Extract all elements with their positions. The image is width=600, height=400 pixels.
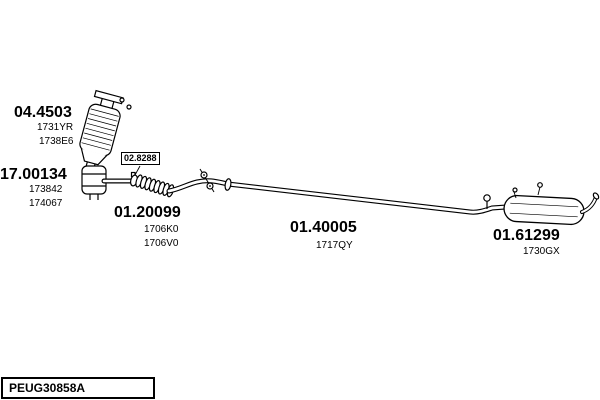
hanger-bracket-drawing (199, 168, 215, 193)
clamp-drawing (129, 165, 141, 187)
flange-bolts-drawing (119, 97, 132, 110)
part-ref: 1731YR (37, 122, 74, 133)
part-ref: 1730GX (523, 246, 560, 257)
part-ref: 1706K0 (144, 224, 179, 235)
part-ref: 1717QY (316, 240, 353, 251)
centre-pipe-drawing (166, 178, 509, 215)
part-number-centre-pipe: 01.40005 (290, 219, 357, 236)
rear-silencer-drawing (503, 182, 600, 226)
front-silencer-drawing (81, 165, 107, 200)
part-ref: 1738E6 (39, 136, 74, 147)
part-ref: 1706V0 (144, 238, 179, 249)
part-ref: 173842 (29, 184, 63, 195)
flexible-pipe-drawing (135, 174, 175, 198)
part-number-catalytic-converter: 04.4503 (14, 104, 72, 121)
part-number-clamp: 02.8288 (121, 152, 160, 165)
rear-hanger-drawing (483, 194, 491, 209)
part-number-flexible-pipe: 01.20099 (114, 204, 181, 221)
part-ref: 174067 (29, 198, 63, 209)
catalytic-converter-drawing (79, 89, 124, 170)
diagram-id-box: PEUG30858A (1, 377, 155, 399)
part-number-rear-silencer: 01.61299 (493, 227, 560, 244)
part-number-front-silencer: 17.00134 (0, 166, 67, 183)
